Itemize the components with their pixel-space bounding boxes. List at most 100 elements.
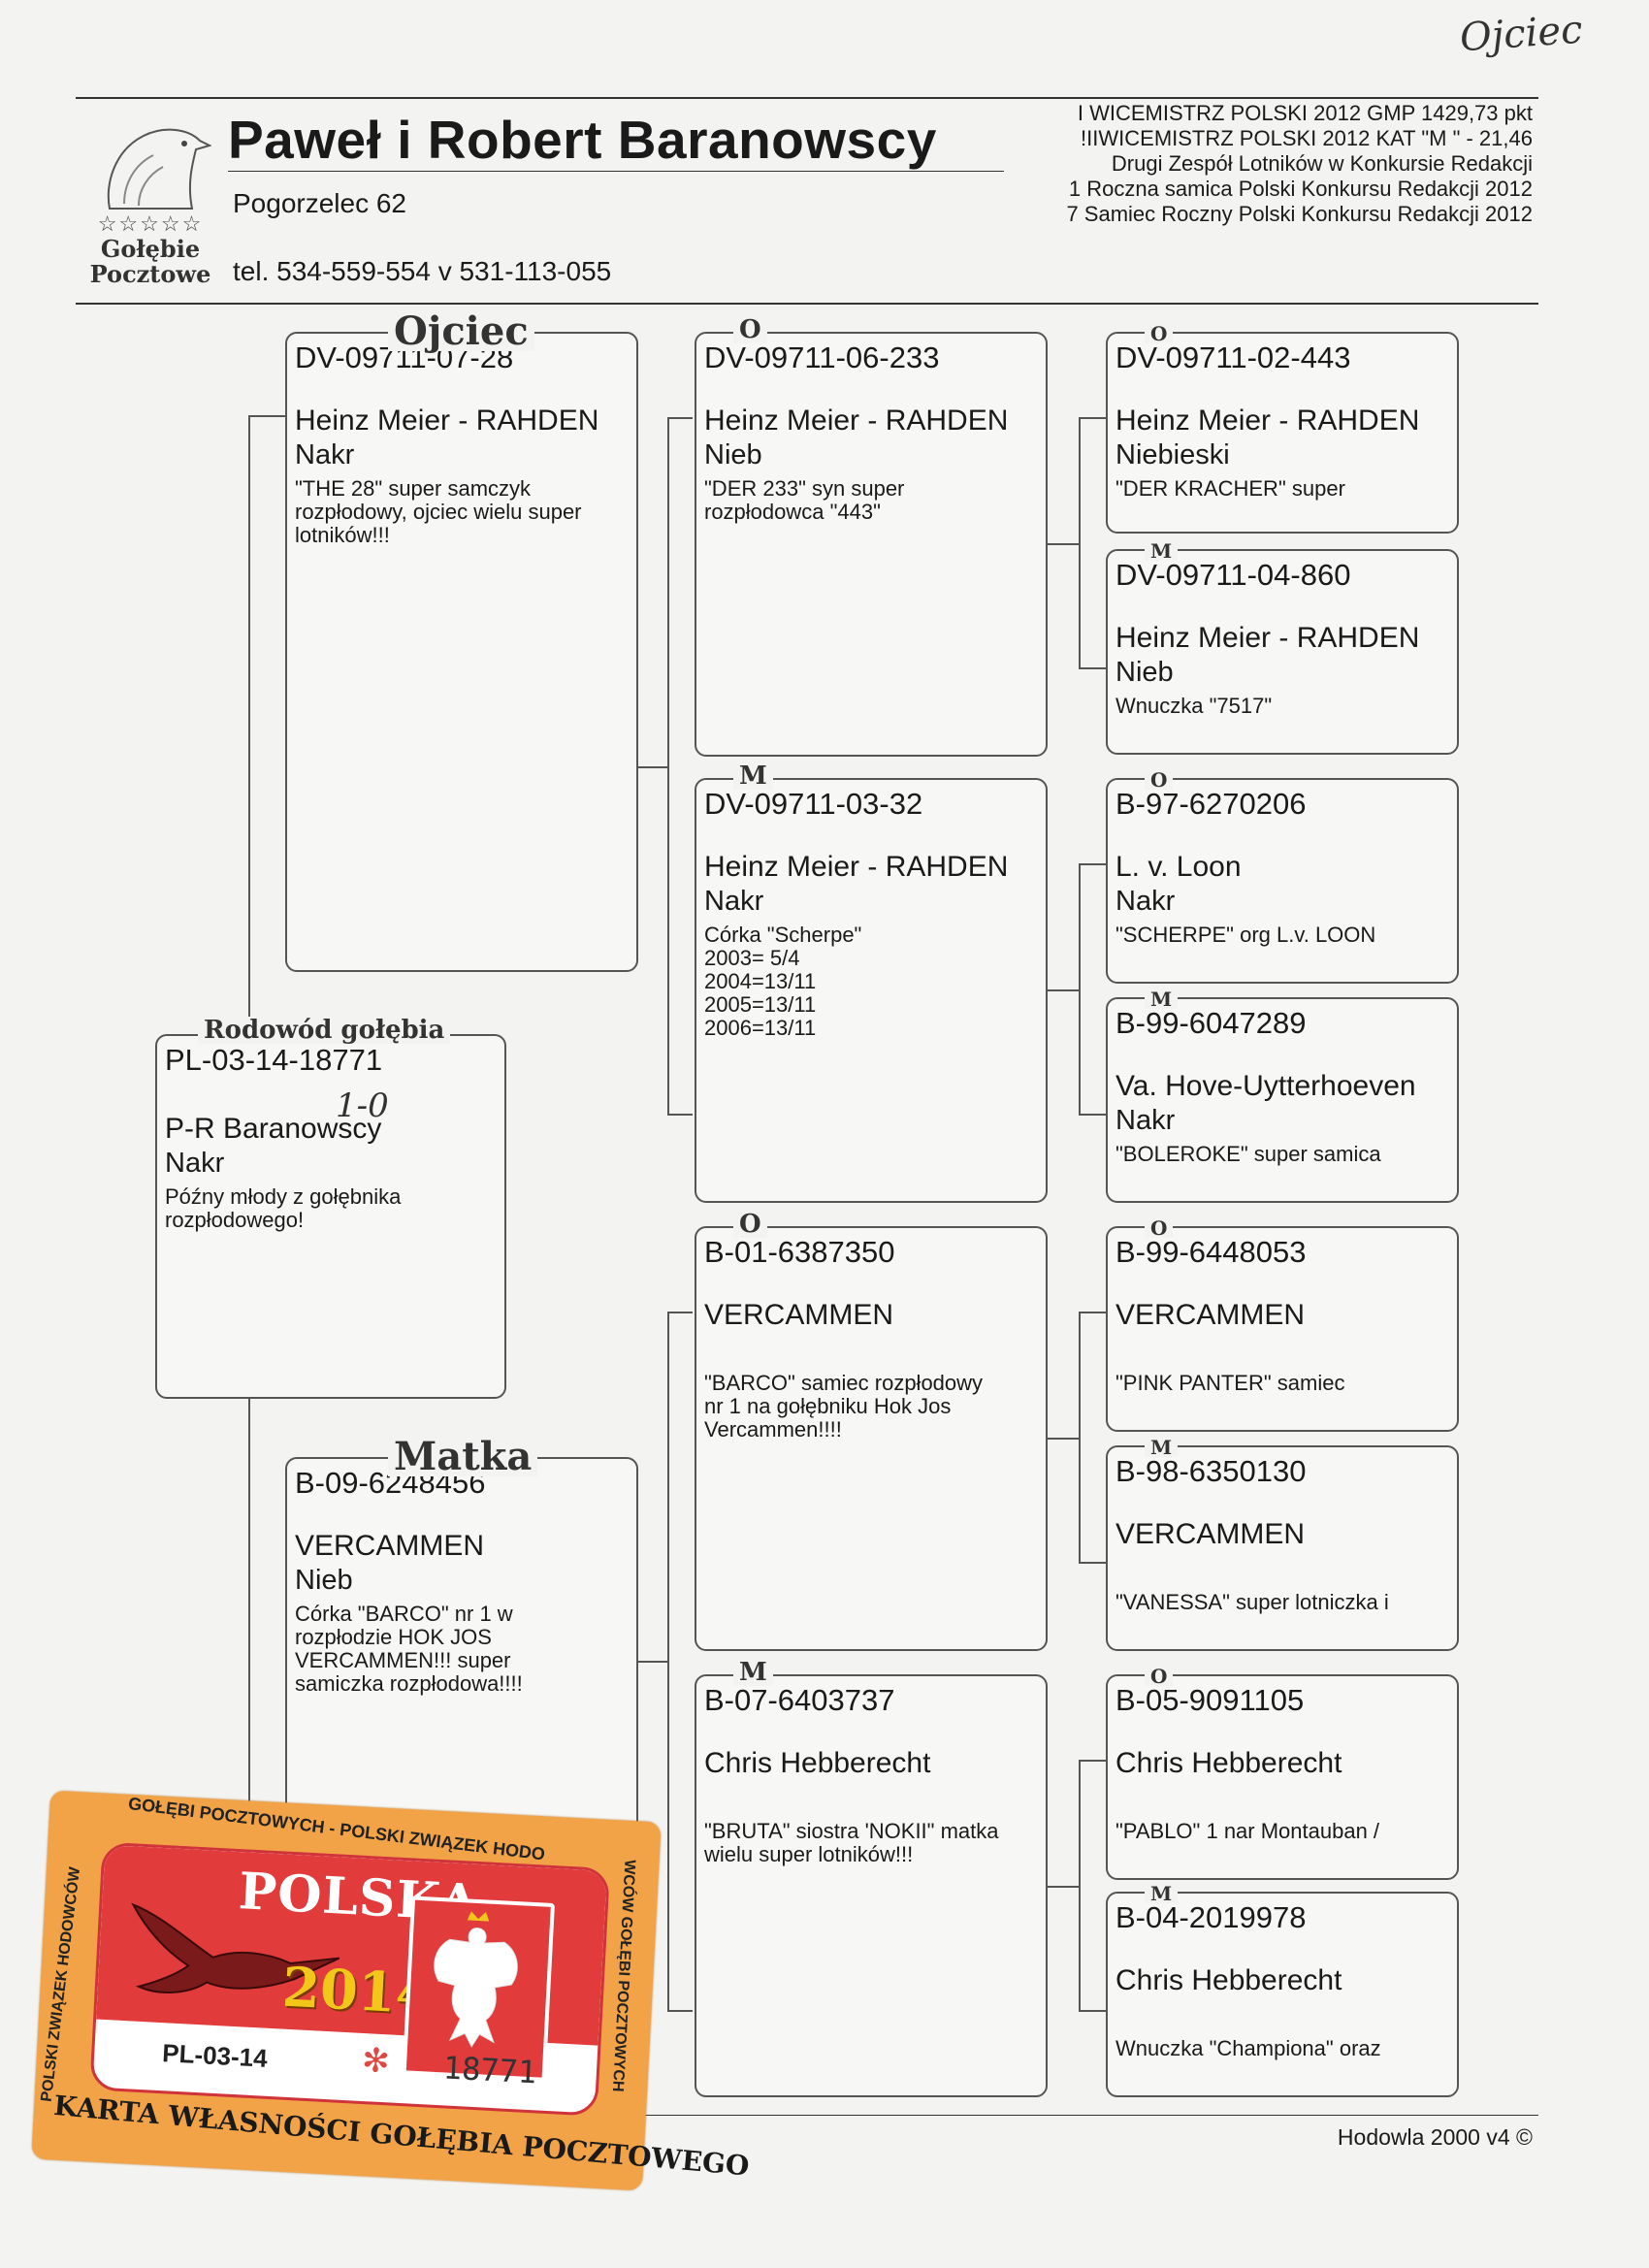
ring-number: DV-09711-02-443 bbox=[1116, 340, 1351, 374]
connector bbox=[1079, 417, 1106, 419]
header-bottom-rule bbox=[76, 303, 1538, 305]
ring-number: PL-03-14-18771 bbox=[165, 1043, 383, 1077]
connector bbox=[1048, 989, 1079, 991]
grandparent-card: DV-09711-06-233 Heinz Meier - RAHDEN Nie… bbox=[695, 332, 1048, 757]
logo-stars: ☆☆☆☆☆ bbox=[97, 211, 204, 236]
card-label-o: O bbox=[1145, 1667, 1174, 1686]
stamp-serial-number: 18771 bbox=[441, 2049, 538, 2091]
title-line: I WICEMISTRZ POLSKI 2012 GMP 1429,73 pkt bbox=[1077, 101, 1533, 125]
breeder: Chris Hebberecht bbox=[1116, 1747, 1342, 1779]
card-label-m: M bbox=[1145, 1438, 1179, 1457]
card-label-m: M bbox=[1145, 989, 1179, 1009]
card-label-m: M bbox=[1145, 1884, 1179, 1903]
color-empty bbox=[1116, 1998, 1449, 2031]
name-underline bbox=[228, 171, 1004, 172]
color: Nakr bbox=[1116, 886, 1176, 917]
note: "BRUTA" siostra 'NOKII" matka wielu supe… bbox=[704, 1819, 999, 1866]
connector bbox=[1079, 863, 1106, 865]
breeder: P-R Baranowscy bbox=[165, 1113, 382, 1145]
connector bbox=[1048, 1438, 1079, 1440]
breeder: Heinz Meier - RAHDEN bbox=[704, 405, 1009, 437]
ring-number: DV-09711-03-32 bbox=[704, 787, 923, 821]
stamp-emblem bbox=[402, 1895, 555, 2082]
connector bbox=[1079, 1312, 1106, 1313]
stamp-right-text: WCÓW GOŁĘBI POCZTOWYCH bbox=[608, 1859, 638, 2092]
great-grandparent-card: B-05-9091105 Chris Hebberecht "PABLO" 1 … bbox=[1106, 1674, 1459, 1880]
breeder: Heinz Meier - RAHDEN bbox=[1116, 405, 1420, 437]
note: "PABLO" 1 nar Montauban / bbox=[1116, 1819, 1380, 1843]
connector bbox=[667, 1312, 669, 2010]
color: Nakr bbox=[295, 439, 355, 470]
ring-number: B-04-2019978 bbox=[1116, 1900, 1307, 1934]
ring-number: B-99-6448053 bbox=[1116, 1235, 1307, 1269]
color-empty bbox=[704, 1333, 1038, 1366]
connector bbox=[248, 415, 287, 417]
great-grandparent-card: B-98-6350130 VERCAMMEN "VANESSA" super l… bbox=[1106, 1445, 1459, 1651]
color-empty bbox=[1116, 1333, 1449, 1366]
connector bbox=[1079, 667, 1106, 669]
handwritten-note: 1-0 bbox=[336, 1086, 389, 1125]
title-line: Drugi Zespół Lotników w Konkursie Redakc… bbox=[1111, 151, 1533, 176]
great-grandparent-card: B-99-6448053 VERCAMMEN "PINK PANTER" sam… bbox=[1106, 1226, 1459, 1432]
connector bbox=[248, 415, 250, 1038]
note: "VANESSA" super lotniczka i bbox=[1116, 1590, 1389, 1614]
breeder: Va. Hove-Uytterhoeven bbox=[1116, 1070, 1416, 1102]
footer-rule bbox=[76, 2115, 1538, 2116]
card-label-o: O bbox=[733, 1211, 767, 1238]
color: Nieb bbox=[1116, 657, 1174, 688]
sire-card: DV-09711-07-28 Heinz Meier - RAHDEN Nakr… bbox=[285, 332, 638, 972]
header-top-rule bbox=[76, 97, 1538, 99]
connector bbox=[1079, 1760, 1081, 2010]
corner-handwriting: Ojciec bbox=[1458, 7, 1584, 61]
logo-text: Gołębie Pocztowe bbox=[78, 237, 223, 287]
great-grandparent-card: B-99-6047289 Va. Hove-Uytterhoeven Nakr … bbox=[1106, 997, 1459, 1203]
software-credit: Hodowla 2000 v4 © bbox=[1337, 2124, 1533, 2150]
breeder: Heinz Meier - RAHDEN bbox=[704, 851, 1009, 883]
note: "PINK PANTER" samiec bbox=[1116, 1371, 1345, 1395]
breeder: Chris Hebberecht bbox=[704, 1747, 931, 1779]
color: Nieb bbox=[704, 439, 762, 470]
connector bbox=[248, 1397, 250, 2018]
connector bbox=[667, 1114, 693, 1116]
note: Córka "Scherpe" 2003= 5/4 2004=13/11 200… bbox=[704, 923, 862, 1040]
grandparent-card: B-01-6387350 VERCAMMEN "BARCO" samiec ro… bbox=[695, 1226, 1048, 1651]
color: Nakr bbox=[1116, 1105, 1176, 1136]
color-empty bbox=[704, 1781, 1038, 1814]
connector bbox=[636, 766, 667, 768]
connector bbox=[1048, 543, 1079, 545]
ring-number: B-01-6387350 bbox=[704, 1235, 895, 1269]
color: Nakr bbox=[704, 886, 764, 917]
note: Córka "BARCO" nr 1 w rozpłodzie HOK JOS … bbox=[295, 1602, 523, 1696]
ring-number: B-07-6403737 bbox=[704, 1683, 895, 1717]
note: "SCHERPE" org L.v. LOON bbox=[1116, 923, 1376, 947]
note: Wnuczka "Championa" oraz bbox=[1116, 2036, 1381, 2060]
color-empty bbox=[1116, 1781, 1449, 1814]
connector bbox=[667, 1312, 693, 1313]
title-line: 7 Samiec Roczny Polski Konkursu Redakcji… bbox=[1066, 202, 1533, 226]
breeder: VERCAMMEN bbox=[1116, 1299, 1306, 1331]
breeder: L. v. Loon bbox=[1116, 851, 1242, 883]
white-eagle-icon bbox=[434, 1911, 518, 2048]
dam-label: Matka bbox=[388, 1438, 538, 1476]
achievement-titles: I WICEMISTRZ POLSKI 2012 GMP 1429,73 pkt… bbox=[989, 101, 1533, 227]
note: "THE 28" super samczyk rozpłodowy, ojcie… bbox=[295, 476, 582, 547]
sire-label: Ojciec bbox=[388, 312, 534, 351]
breeder: VERCAMMEN bbox=[704, 1299, 894, 1331]
stamp-left-text: POLSKI ZWIĄZEK HODOWCÓW bbox=[38, 1865, 84, 2103]
title-line: 1 Roczna samica Polski Konkursu Redakcji… bbox=[1068, 177, 1533, 201]
connector bbox=[667, 2010, 693, 2012]
connector bbox=[667, 417, 669, 1116]
breeder: Heinz Meier - RAHDEN bbox=[295, 405, 599, 437]
breeder: VERCAMMEN bbox=[1116, 1518, 1306, 1550]
grandparent-card: DV-09711-03-32 Heinz Meier - RAHDEN Nakr… bbox=[695, 778, 1048, 1203]
connector bbox=[1079, 1114, 1106, 1116]
great-grandparent-card: B-04-2019978 Chris Hebberecht Wnuczka "C… bbox=[1106, 1892, 1459, 2097]
connector bbox=[1079, 1312, 1081, 1562]
stamp-ring-number: PL-03-14 bbox=[161, 2038, 269, 2073]
ring-number: B-99-6047289 bbox=[1116, 1006, 1307, 1040]
connector bbox=[1079, 417, 1081, 667]
title-line: !IIWICEMISTRZ POLSKI 2012 KAT "M " - 21,… bbox=[1081, 126, 1533, 150]
grandparent-card: B-07-6403737 Chris Hebberecht "BRUTA" si… bbox=[695, 1674, 1048, 2097]
breeder: VERCAMMEN bbox=[295, 1530, 485, 1562]
great-grandparent-card: DV-09711-02-443 Heinz Meier - RAHDEN Nie… bbox=[1106, 332, 1459, 534]
